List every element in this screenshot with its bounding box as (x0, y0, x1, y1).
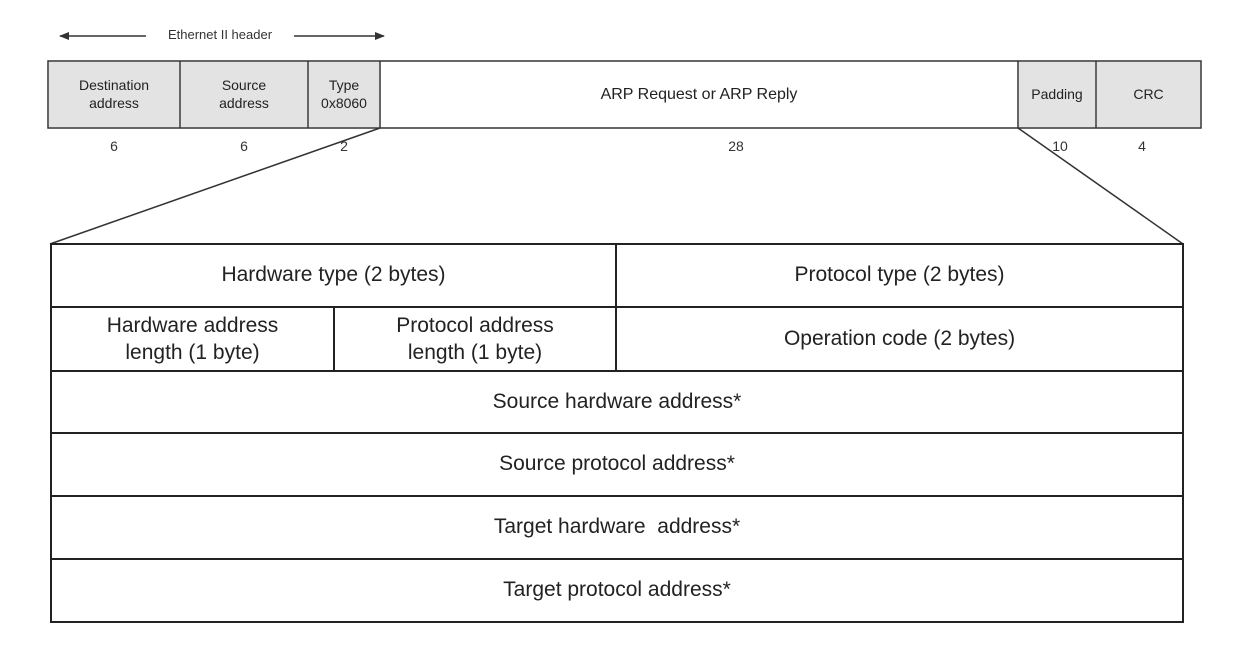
source-address-line1: Source (221, 77, 267, 93)
hardware-type-cell: Hardware type (2 bytes) (52, 245, 615, 306)
source-address-field: Source address (181, 62, 307, 127)
padding-label: Padding (1031, 85, 1083, 102)
crc-size: 4 (1138, 138, 1146, 154)
protocol-type-cell: Protocol type (2 bytes) (617, 245, 1182, 306)
crc-field: CRC (1097, 62, 1200, 127)
destination-address-line1: Destination (78, 77, 150, 93)
type-size: 2 (340, 138, 348, 154)
type-line2: 0x8060 (321, 94, 367, 111)
source-hardware-address-label: Source hardware address* (492, 389, 742, 413)
source-hardware-address-cell: Source hardware address* (52, 372, 1182, 432)
ethernet-header-label: Ethernet II header (146, 27, 294, 42)
source-protocol-address-label: Source protocol address* (499, 452, 735, 476)
padding-size: 10 (1052, 138, 1068, 154)
target-hardware-address-label: Target hardware address* (493, 515, 741, 539)
destination-address-size: 6 (110, 138, 118, 154)
target-protocol-address-cell: Target protocol address* (52, 560, 1182, 621)
crc-label: CRC (1133, 85, 1164, 102)
hardware-address-length-line1: Hardware address (106, 313, 279, 337)
hardware-type-label: Hardware type (2 bytes) (221, 263, 446, 287)
source-address-size: 6 (240, 138, 248, 154)
protocol-address-length-line1: Protocol address (396, 313, 554, 337)
protocol-type-label: Protocol type (2 bytes) (794, 263, 1005, 287)
protocol-address-length-cell: Protocol address length (1 byte) (335, 308, 615, 370)
destination-address-field: Destination address (49, 62, 179, 127)
ethernet-frame-border (47, 60, 1202, 129)
operation-code-label: Operation code (2 bytes) (783, 326, 1016, 350)
hardware-address-length-line2: length (1 byte) (125, 341, 260, 364)
arp-payload-label: ARP Request or ARP Reply (600, 85, 798, 103)
destination-address-line2: address (89, 94, 139, 111)
hardware-address-length-cell: Hardware address length (1 byte) (52, 308, 333, 370)
type-field: Type 0x8060 (309, 62, 379, 127)
type-line1: Type (328, 77, 360, 93)
arp-payload-size: 28 (728, 138, 744, 154)
protocol-address-length-line2: length (1 byte) (407, 341, 543, 364)
target-protocol-address-label: Target protocol address* (503, 578, 731, 602)
zoom-lines (49, 127, 1184, 245)
padding-field: Padding (1019, 62, 1095, 127)
arp-table-grid (50, 243, 1184, 623)
source-address-line2: address (219, 94, 269, 111)
target-hardware-address-cell: Target hardware address* (52, 497, 1182, 558)
arp-payload-field: ARP Request or ARP Reply (381, 62, 1017, 127)
source-protocol-address-cell: Source protocol address* (52, 434, 1182, 495)
operation-code-cell: Operation code (2 bytes) (617, 308, 1182, 370)
